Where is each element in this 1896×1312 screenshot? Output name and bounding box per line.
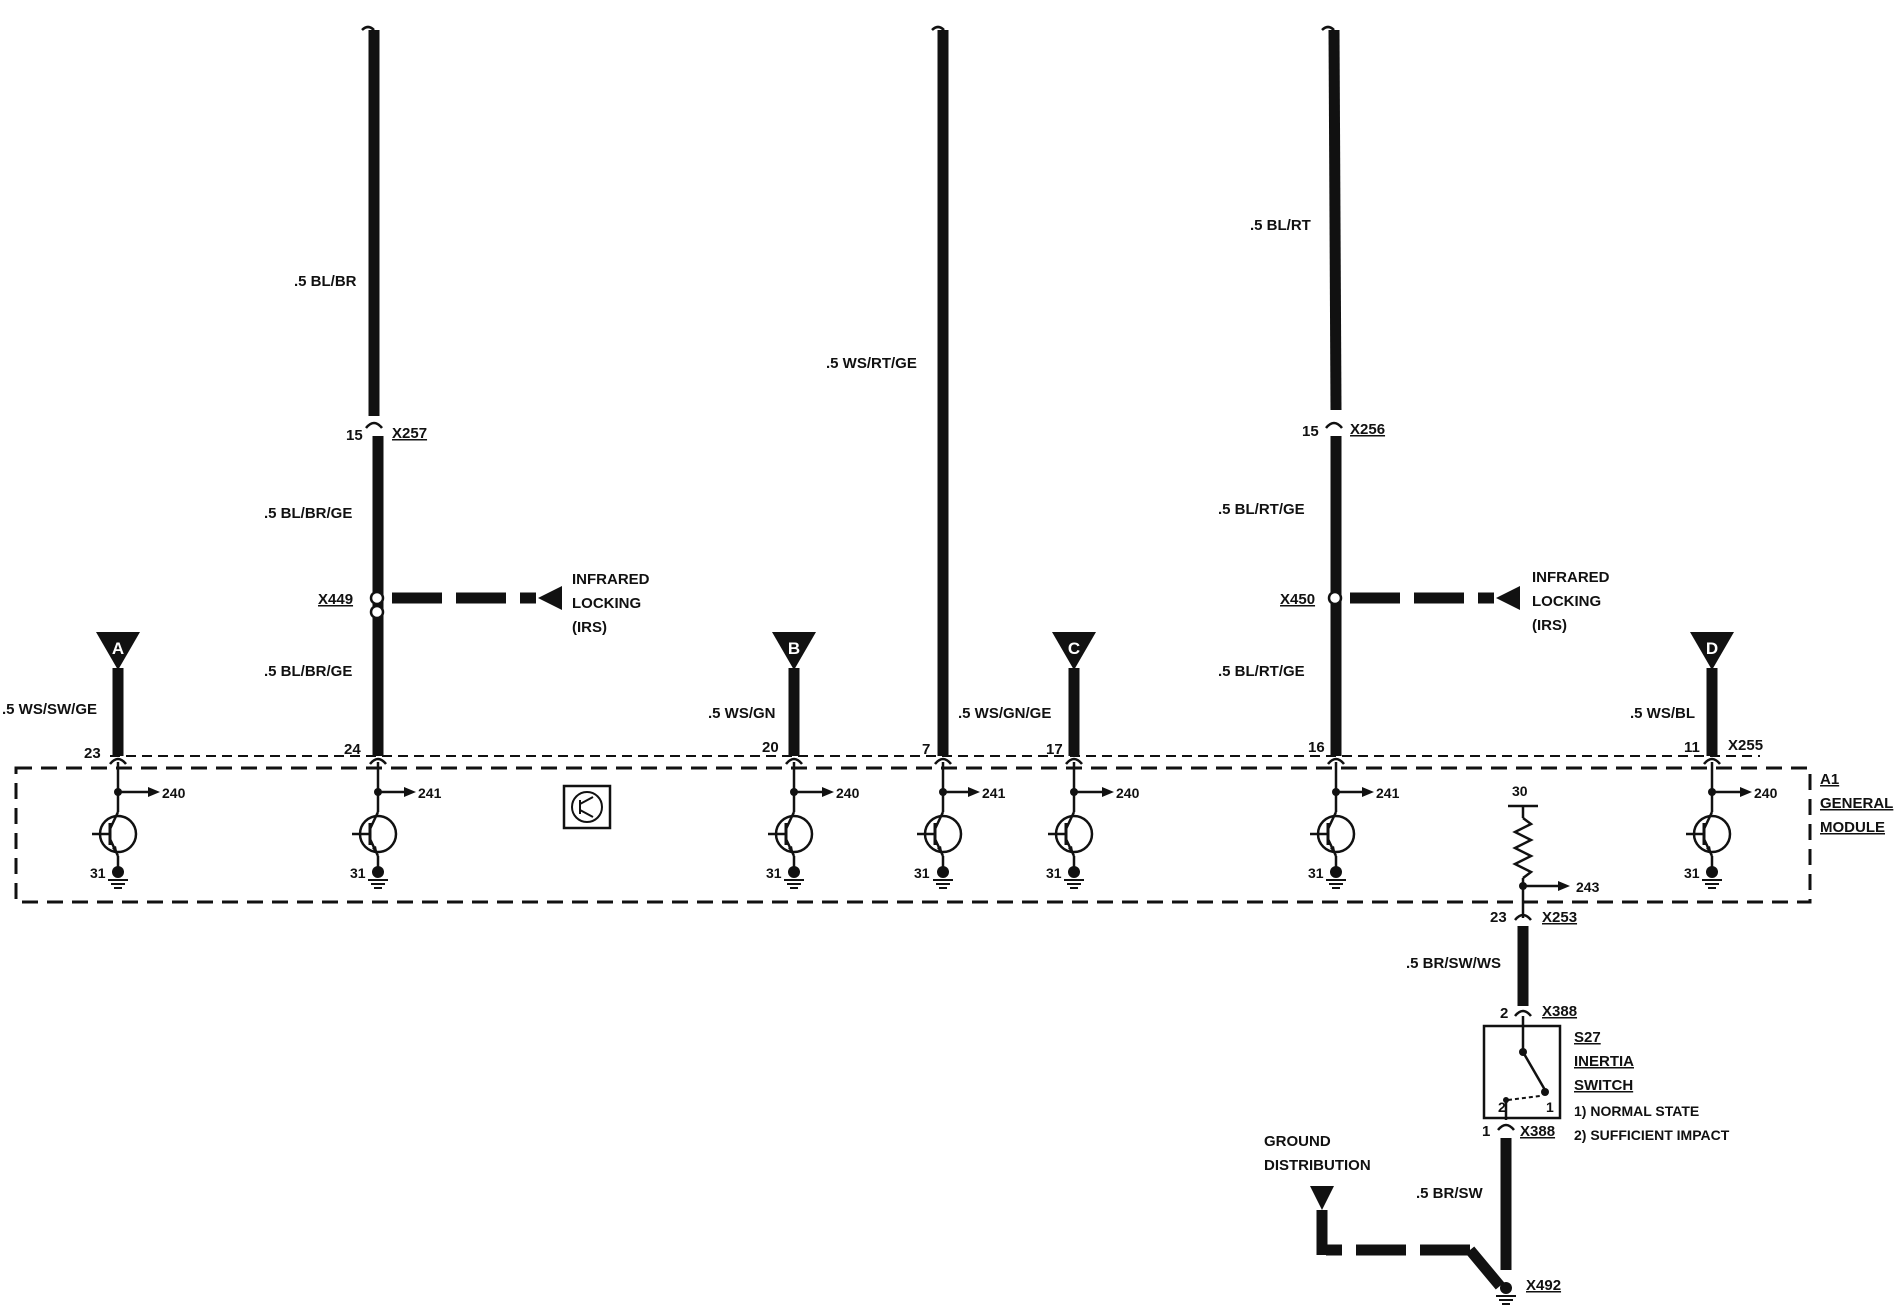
- ref-240-2: 240: [836, 785, 860, 801]
- ref-240-1: 240: [162, 785, 186, 801]
- wire-2: [931, 25, 949, 756]
- pin-2-x388: 2: [1500, 1005, 1508, 1022]
- triangle-b-label: B: [788, 639, 800, 658]
- triangle-d-label: D: [1706, 639, 1718, 658]
- connector-x450: X450: [1280, 591, 1315, 608]
- connector-x449: X449: [318, 591, 353, 608]
- switch-state-1: 1) NORMAL STATE: [1574, 1103, 1699, 1119]
- wire-d-label: .5 WS/BL: [1630, 705, 1695, 722]
- wire-b-label: .5 WS/GN: [708, 705, 776, 722]
- wire-1: [361, 25, 562, 756]
- pin-30: 30: [1512, 783, 1528, 799]
- inertia-switch: [1482, 1016, 1562, 1131]
- wire-1-mid-label: .5 BL/BR/GE: [264, 505, 352, 522]
- switch-id: S27: [1574, 1029, 1601, 1046]
- wire-3: [1321, 25, 1520, 756]
- ground-31-6: 31: [1308, 865, 1324, 881]
- connector-x255: X255: [1728, 737, 1763, 754]
- pin-15-x256: 15: [1302, 423, 1319, 440]
- irs-left-line2: LOCKING: [572, 595, 641, 612]
- pin-23-x253: 23: [1490, 909, 1507, 926]
- pin-15-x257: 15: [346, 427, 363, 444]
- wire-br-sw-label: .5 BR/SW: [1416, 1185, 1484, 1202]
- ground-31-3: 31: [766, 865, 782, 881]
- ref-241-3: 241: [1376, 785, 1400, 801]
- ref-240-4: 240: [1754, 785, 1778, 801]
- wire-c: [1052, 632, 1096, 756]
- ref-241-2: 241: [982, 785, 1006, 801]
- ground-line-1: GROUND: [1264, 1133, 1331, 1150]
- switch-name-2: SWITCH: [1574, 1077, 1633, 1094]
- connector-x253: X253: [1542, 909, 1577, 926]
- pin-20: 20: [762, 739, 779, 756]
- switch-state-2: 2) SUFFICIENT IMPACT: [1574, 1127, 1730, 1143]
- wire-3-mid-label: .5 BL/RT/GE: [1218, 501, 1305, 518]
- wire-br-sw-ws-label: .5 BR/SW/WS: [1406, 955, 1501, 972]
- module-name-2: MODULE: [1820, 819, 1885, 836]
- wire-a: [96, 632, 140, 756]
- stage-1: [90, 762, 160, 889]
- module-id: A1: [1820, 771, 1839, 788]
- pin-24: 24: [344, 741, 361, 758]
- switch-pin-1: 1: [1546, 1099, 1554, 1115]
- irs-right-line2: LOCKING: [1532, 593, 1601, 610]
- ref-241-1: 241: [418, 785, 442, 801]
- wire-br-sw: [1310, 1138, 1517, 1305]
- triangle-c-label: C: [1068, 639, 1080, 658]
- wire-br-sw-ws: [1514, 926, 1532, 1017]
- ground-31-5: 31: [1046, 865, 1062, 881]
- ground-31-2: 31: [350, 865, 366, 881]
- resistor-30: [1508, 804, 1570, 921]
- switch-pin-2: 2: [1498, 1099, 1506, 1115]
- ground-31-7: 31: [1684, 865, 1700, 881]
- triangle-a-label: A: [112, 639, 124, 658]
- ground-line-2: DISTRIBUTION: [1264, 1157, 1371, 1174]
- module-symbol-icon: [562, 784, 612, 830]
- pin-17: 17: [1046, 741, 1063, 758]
- connector-x388-top: X388: [1542, 1003, 1577, 1020]
- wire-3-low-label: .5 BL/RT/GE: [1218, 663, 1305, 680]
- wire-3-top-label: .5 BL/RT: [1250, 217, 1311, 234]
- module-name-1: GENERAL: [1820, 795, 1893, 812]
- wire-2-label: .5 WS/RT/GE: [826, 355, 917, 372]
- wire-1-low-label: .5 BL/BR/GE: [264, 663, 352, 680]
- irs-right-line3: (IRS): [1532, 617, 1567, 634]
- connector-x388-bottom: X388: [1520, 1123, 1555, 1140]
- ref-240-3: 240: [1116, 785, 1140, 801]
- ground-31-4: 31: [914, 865, 930, 881]
- switch-name-1: INERTIA: [1574, 1053, 1634, 1070]
- wire-a-label: .5 WS/SW/GE: [2, 701, 97, 718]
- ground-31-1: 31: [90, 865, 106, 881]
- stage-2: [350, 762, 416, 889]
- pin-7: 7: [922, 741, 930, 758]
- connector-x257: X257: [392, 425, 427, 442]
- pin-11: 11: [1684, 739, 1700, 756]
- stage-6: [1308, 762, 1374, 889]
- pin-junctions: [109, 757, 1721, 765]
- wire-b: [772, 632, 816, 756]
- pin-23: 23: [84, 745, 101, 762]
- wire-d: [1690, 632, 1734, 756]
- general-module-box: [14, 766, 1812, 904]
- wire-c-label: .5 WS/GN/GE: [958, 705, 1051, 722]
- connector-x256: X256: [1350, 421, 1385, 438]
- irs-left-line3: (IRS): [572, 619, 607, 636]
- stage-7: [1684, 762, 1752, 889]
- pin-1-x388: 1: [1482, 1123, 1490, 1140]
- wire-1-top-label: .5 BL/BR: [294, 273, 357, 290]
- stage-5: [1046, 762, 1114, 889]
- ref-243: 243: [1576, 879, 1600, 895]
- stage-4: [915, 762, 980, 889]
- irs-left-line1: INFRARED: [572, 571, 650, 588]
- connector-x492: X492: [1526, 1277, 1561, 1294]
- stage-3: [766, 762, 834, 889]
- pin-16: 16: [1308, 739, 1325, 756]
- irs-right-line1: INFRARED: [1532, 569, 1610, 586]
